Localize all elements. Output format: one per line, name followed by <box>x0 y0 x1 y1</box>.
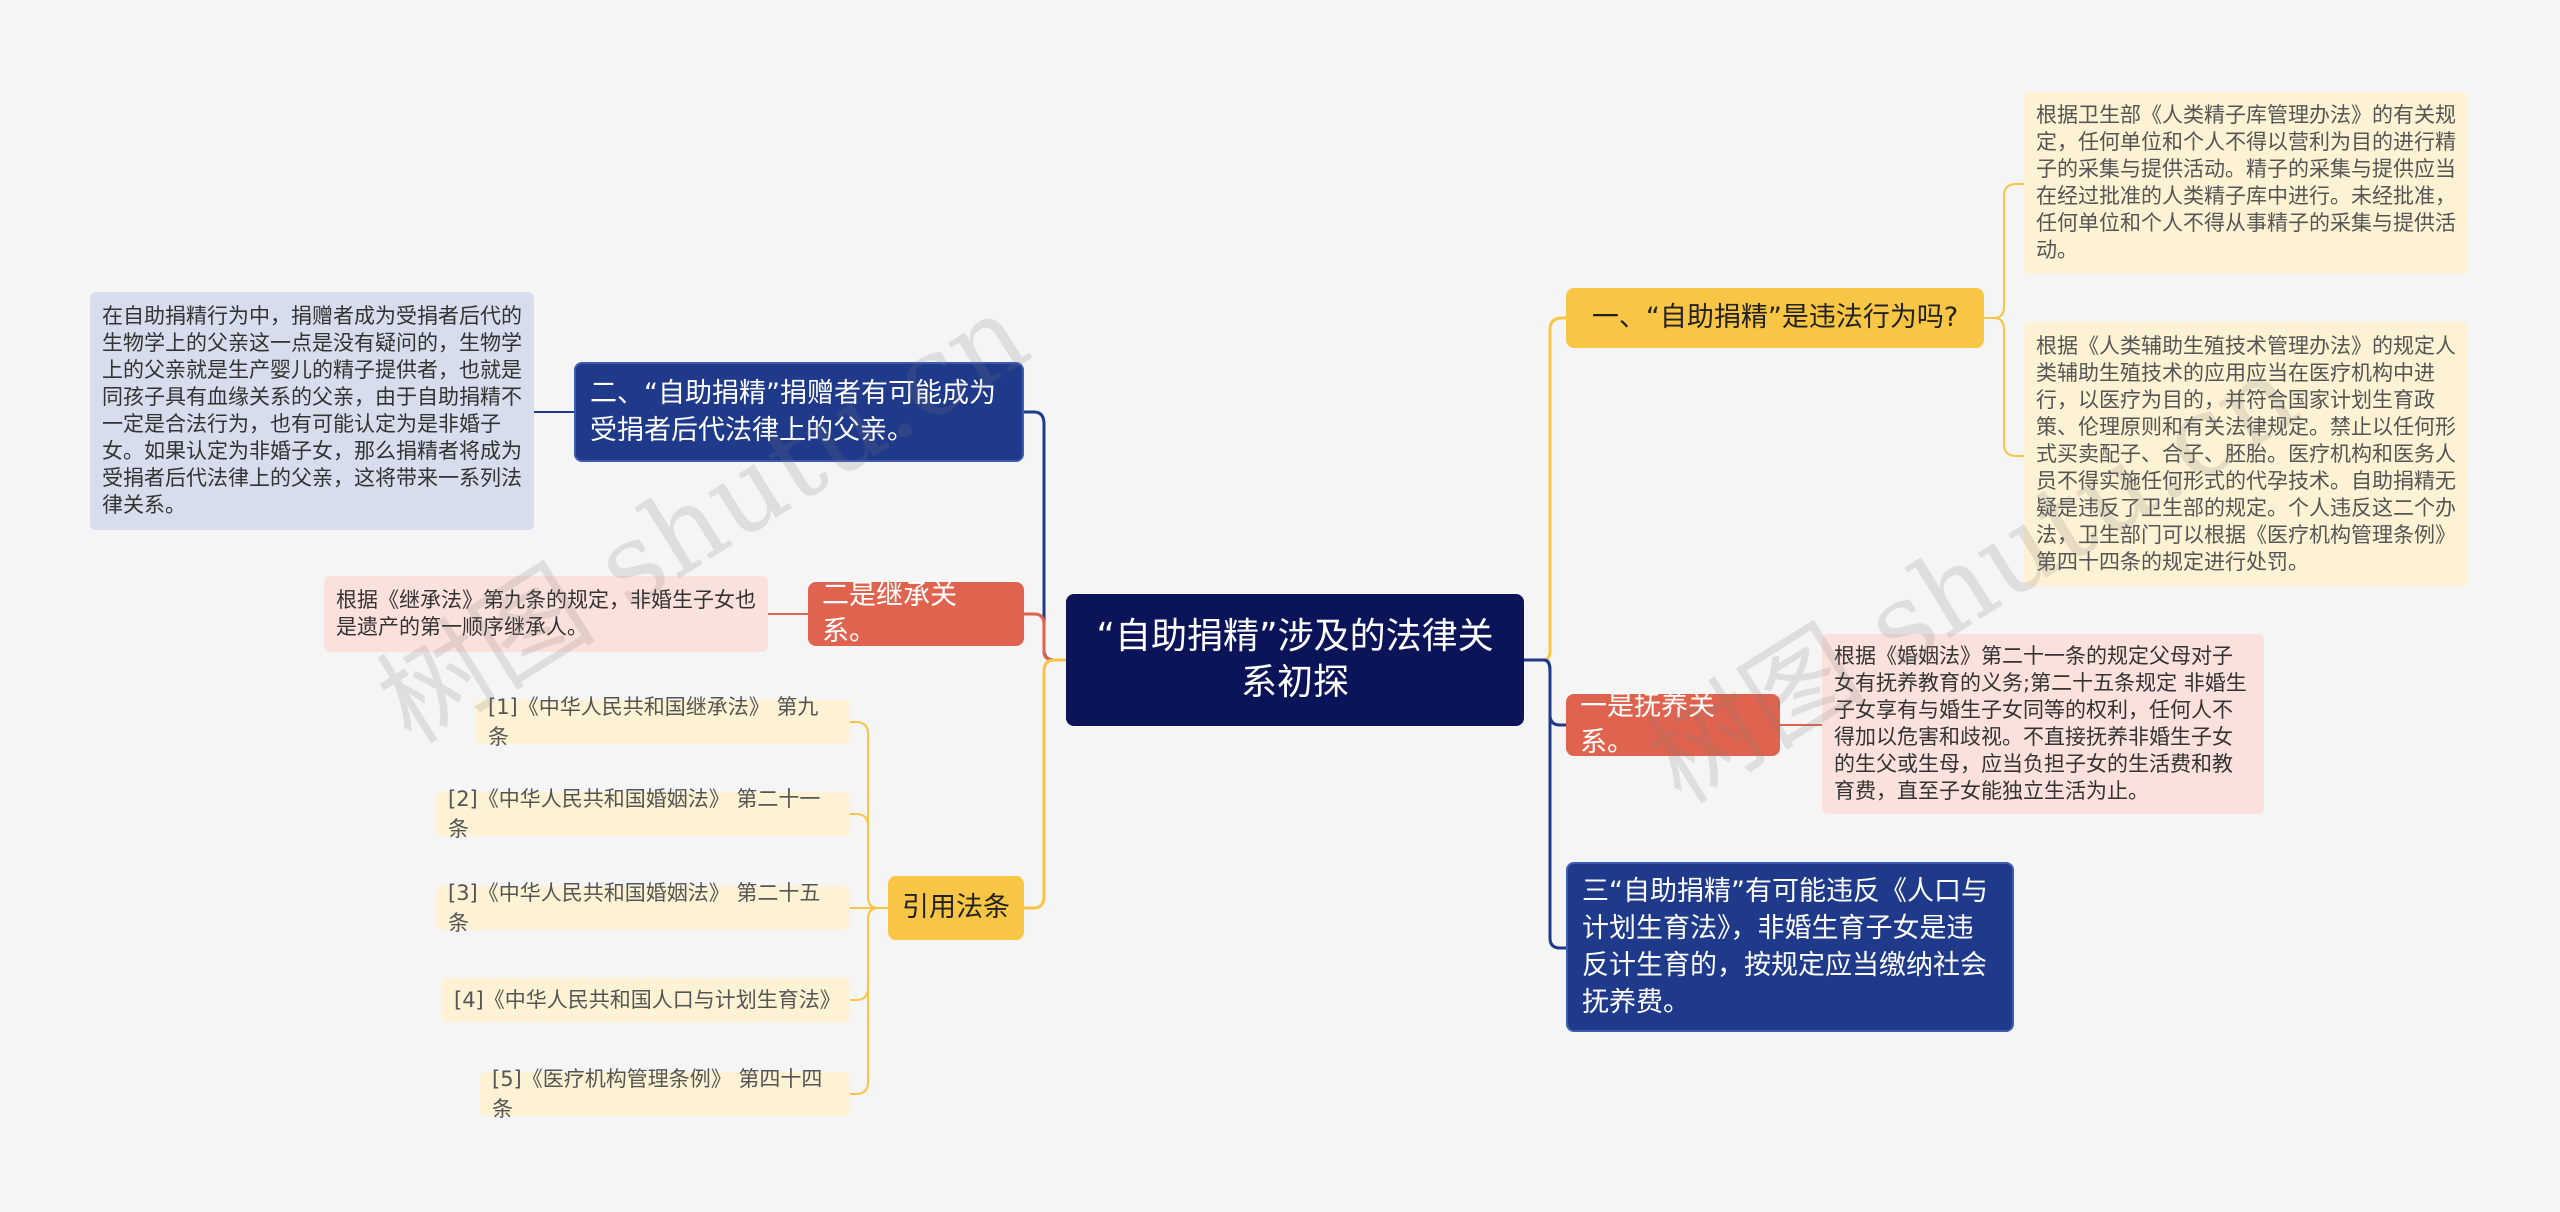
detail-sperm-bank-rules-text: 根据卫生部《人类精子库管理办法》的有关规定，任何单位和个人不得以营利为目的进行精… <box>2036 103 2456 262</box>
branch-support-relation-label: 一是抚养关系。 <box>1580 691 1715 758</box>
link-l3-cite-2 <box>850 813 888 909</box>
citation-item-text: [2]《中华人民共和国婚姻法》 第二十一条 <box>448 787 821 841</box>
detail-art-rules-text: 根据《人类辅助生殖技术管理办法》的规定人类辅助生殖技术的应用应当在医疗机构中进行… <box>2036 333 2456 574</box>
branch-support-relation[interactable]: 一是抚养关系。 <box>1566 691 1780 758</box>
citation-item[interactable]: [1]《中华人民共和国继承法》 第九条 <box>476 695 850 749</box>
detail-legal-father[interactable]: 在自助捐精行为中，捐赠者成为受捐者后代的生物学上的父亲这一点是没有疑问的，生物学… <box>90 292 534 530</box>
citation-item[interactable]: [5]《医疗机构管理条例》 第四十四条 <box>480 1067 850 1121</box>
detail-inheritance-law[interactable]: 根据《继承法》第九条的规定，非婚生子女也是遗产的第一顺序继承人。 <box>324 576 768 652</box>
citation-item[interactable]: [2]《中华人民共和国婚姻法》 第二十一条 <box>436 787 850 841</box>
detail-inheritance-law-text: 根据《继承法》第九条的规定，非婚生子女也是遗产的第一顺序继承人。 <box>336 588 756 639</box>
detail-sperm-bank-rules[interactable]: 根据卫生部《人类精子库管理办法》的有关规定，任何单位和个人不得以营利为目的进行精… <box>2024 92 2468 274</box>
detail-art-rules[interactable]: 根据《人类辅助生殖技术管理办法》的规定人类辅助生殖技术的应用应当在医疗机构中进行… <box>2024 322 2468 586</box>
link-root-r3 <box>1524 658 1566 950</box>
branch-legal-father-label: 二、“自助捐精”捐赠者有可能成为受捐者后代法律上的父亲。 <box>590 378 996 446</box>
branch-family-planning[interactable]: 三“自助捐精”有可能违反《人口与计划生育法》，非婚生育子女是违反计生育的，按规定… <box>1566 862 2014 1032</box>
link-l3-cite-5 <box>850 907 888 1095</box>
citation-item[interactable]: [3]《中华人民共和国婚姻法》 第二十五条 <box>436 881 850 935</box>
branch-is-illegal-label: 一、“自助捐精”是违法行为吗? <box>1591 302 1959 333</box>
branch-is-illegal[interactable]: 一、“自助捐精”是违法行为吗? <box>1566 288 1984 348</box>
citation-item[interactable]: [4]《中华人民共和国人口与计划生育法》 <box>442 978 850 1022</box>
root-topic-label: “自助捐精”涉及的法律关系初探 <box>1096 616 1494 703</box>
detail-marriage-law[interactable]: 根据《婚姻法》第二十一条的规定父母对子女有抚养教育的义务;第二十五条规定 非婚生… <box>1822 634 2264 814</box>
link-root-l2 <box>1024 612 1066 662</box>
link-root-r2 <box>1524 658 1566 727</box>
branch-cited-laws[interactable]: 引用法条 <box>888 876 1024 940</box>
branch-legal-father[interactable]: 二、“自助捐精”捐赠者有可能成为受捐者后代法律上的父亲。 <box>574 362 1024 462</box>
citation-item-text: [1]《中华人民共和国继承法》 第九条 <box>488 695 819 749</box>
link-r1-detail-1 <box>1984 183 2024 319</box>
citation-item-text: [3]《中华人民共和国婚姻法》 第二十五条 <box>448 881 821 935</box>
branch-cited-laws-label: 引用法条 <box>902 892 1010 923</box>
detail-legal-father-text: 在自助捐精行为中，捐赠者成为受捐者后代的生物学上的父亲这一点是没有疑问的，生物学… <box>102 304 522 517</box>
detail-marriage-law-text: 根据《婚姻法》第二十一条的规定父母对子女有抚养教育的义务;第二十五条规定 非婚生… <box>1834 644 2247 803</box>
branch-inheritance-relation[interactable]: 二是继承关系。 <box>808 580 1024 647</box>
citation-item-text: [5]《医疗机构管理条例》 第四十四条 <box>492 1067 823 1121</box>
branch-family-planning-label: 三“自助捐精”有可能违反《人口与计划生育法》，非婚生育子女是违反计生育的，按规定… <box>1582 876 1988 1018</box>
link-root-l3 <box>1024 658 1066 910</box>
citation-item-text: [4]《中华人民共和国人口与计划生育法》 <box>454 988 841 1012</box>
root-topic[interactable]: “自助捐精”涉及的法律关系初探 <box>1066 594 1524 726</box>
link-root-r1 <box>1524 316 1566 662</box>
branch-inheritance-relation-label: 二是继承关系。 <box>822 580 957 647</box>
link-r1-detail-2 <box>1984 317 2024 457</box>
